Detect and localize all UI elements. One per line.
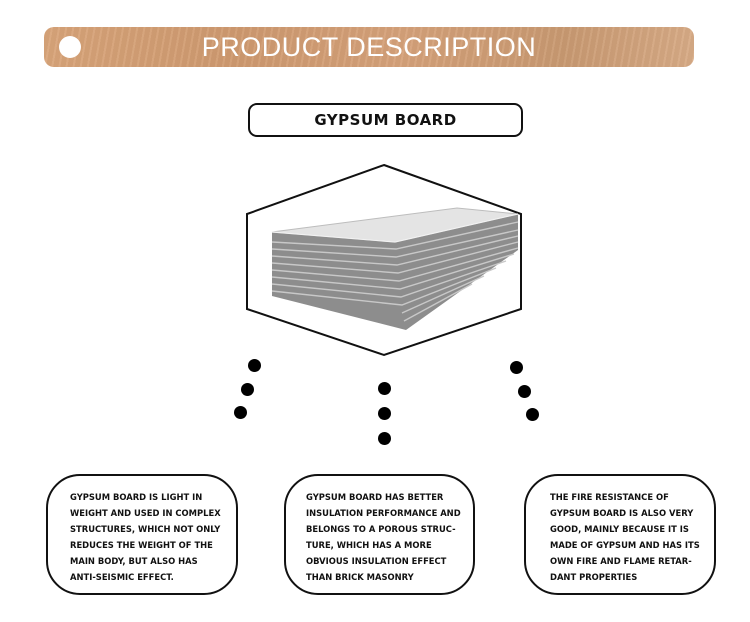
product-image-frame (246, 163, 522, 357)
center-dot-2 (378, 407, 391, 420)
feature-text-line: WEIGHT AND USED IN COMPLEX (70, 508, 221, 518)
feature-text-line: THE FIRE RESISTANCE OF (550, 492, 669, 502)
feature-text-line: OWN FIRE AND FLAME RETAR- (550, 556, 692, 566)
product-name-label: GYPSUM BOARD (248, 103, 523, 137)
feature-text-line: DANT PROPERTIES (550, 572, 638, 582)
right-dot-2 (518, 385, 531, 398)
feature-text-line: GYPSUM BOARD IS LIGHT IN (70, 492, 203, 502)
feature-light-weight: GYPSUM BOARD IS LIGHT IN WEIGHT AND USED… (46, 474, 238, 595)
feature-text-line: REDUCES THE WEIGHT OF THE (70, 540, 213, 550)
feature-text-line: GOOD, MAINLY BECAUSE IT IS (550, 524, 689, 534)
right-dot-1 (510, 361, 523, 374)
left-dot-2 (241, 383, 254, 396)
feature-insulation: GYPSUM BOARD HAS BETTER INSULATION PERFO… (284, 474, 475, 595)
header-banner: PRODUCT DESCRIPTION (44, 27, 694, 67)
left-dot-3 (234, 406, 247, 419)
left-dot-1 (248, 359, 261, 372)
feature-text-line: THAN BRICK MASONRY (306, 572, 414, 582)
feature-text-line: MADE OF GYPSUM AND HAS ITS (550, 540, 700, 550)
banner-texture (44, 27, 694, 67)
feature-text-line: GYPSUM BOARD HAS BETTER (306, 492, 444, 502)
feature-text-line: OBVIOUS INSULATION EFFECT (306, 556, 447, 566)
gypsum-board-image (271, 207, 519, 330)
feature-text-line: INSULATION PERFORMANCE AND (306, 508, 461, 518)
banner-bullet-icon (59, 36, 81, 58)
feature-fire-resistance: THE FIRE RESISTANCE OF GYPSUM BOARD IS A… (524, 474, 716, 595)
feature-text-line: MAIN BODY, BUT ALSO HAS (70, 556, 198, 566)
feature-text-line: ANTI-SEISMIC EFFECT. (70, 572, 174, 582)
right-dot-3 (526, 408, 539, 421)
page-title: PRODUCT DESCRIPTION (201, 32, 537, 62)
feature-text-line: STRUCTURES, WHICH NOT ONLY (70, 524, 221, 534)
feature-text-line: TURE, WHICH HAS A MORE (306, 540, 432, 550)
feature-text-line: GYPSUM BOARD IS ALSO VERY (550, 508, 694, 518)
center-dot-3 (378, 432, 391, 445)
feature-text-line: BELONGS TO A POROUS STRUC- (306, 524, 456, 534)
board-layers (271, 221, 519, 322)
center-dot-1 (378, 382, 391, 395)
